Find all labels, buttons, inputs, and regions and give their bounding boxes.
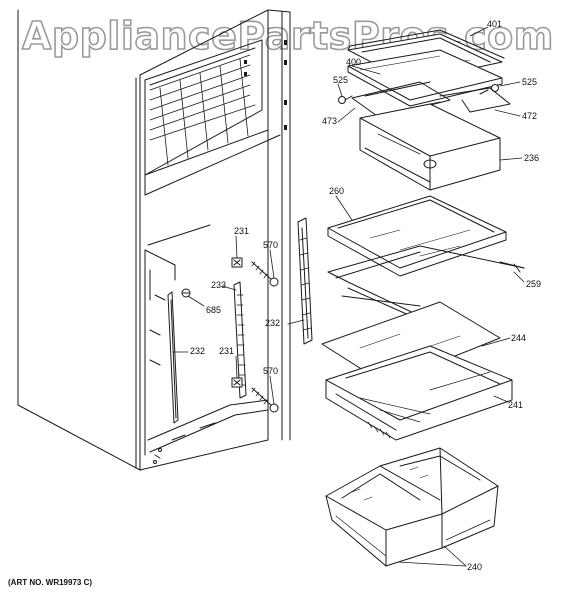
fastener-685[interactable] (182, 289, 190, 297)
cabinet-liner (18, 10, 290, 470)
art-number: (ART NO. WR19973 C) (8, 578, 93, 587)
part-label-240: 240 (467, 562, 483, 572)
part-label-570-bottom: 570 (263, 366, 279, 376)
part-label-260: 260 (329, 186, 345, 196)
screw-top[interactable] (252, 262, 278, 286)
part-label-473: 473 (322, 116, 338, 126)
shelf-rail-middle[interactable] (298, 218, 312, 344)
shelf-pin-left[interactable] (339, 96, 353, 104)
drawer-slide-rails[interactable] (352, 82, 510, 118)
shelf-support-rail[interactable] (234, 282, 246, 398)
top-shelf-frame[interactable] (348, 50, 502, 106)
part-label-236: 236 (524, 153, 540, 163)
crisper-frame[interactable] (326, 346, 512, 440)
rail-bracket-top[interactable] (232, 258, 242, 267)
screw-bottom[interactable] (252, 388, 278, 412)
part-label-401: 401 (487, 19, 503, 29)
part-label-400: 400 (346, 57, 362, 67)
part-label-685: 685 (206, 305, 222, 315)
shelf-rail-left[interactable] (168, 292, 178, 423)
part-label-232-middle: 232 (265, 318, 281, 328)
crisper-drawers[interactable] (326, 448, 498, 566)
part-label-525-right: 525 (522, 77, 538, 87)
leader-lines (173, 27, 524, 566)
part-label-525-left: 525 (333, 75, 349, 85)
rail-bracket-bottom[interactable] (232, 378, 242, 387)
snack-drawer[interactable] (360, 102, 500, 190)
part-label-244: 244 (511, 333, 527, 343)
part-label-231-top: 231 (234, 226, 250, 236)
part-label-472: 472 (522, 111, 538, 121)
part-label-241: 241 (508, 400, 524, 410)
glass-shelf-260[interactable] (328, 196, 506, 276)
part-label-232-left: 232 (190, 346, 206, 356)
part-label-231-bottom: 231 (219, 346, 235, 356)
part-label-570-top: 570 (263, 240, 279, 250)
part-label-233: 233 (211, 280, 227, 290)
part-label-259: 259 (526, 279, 542, 289)
